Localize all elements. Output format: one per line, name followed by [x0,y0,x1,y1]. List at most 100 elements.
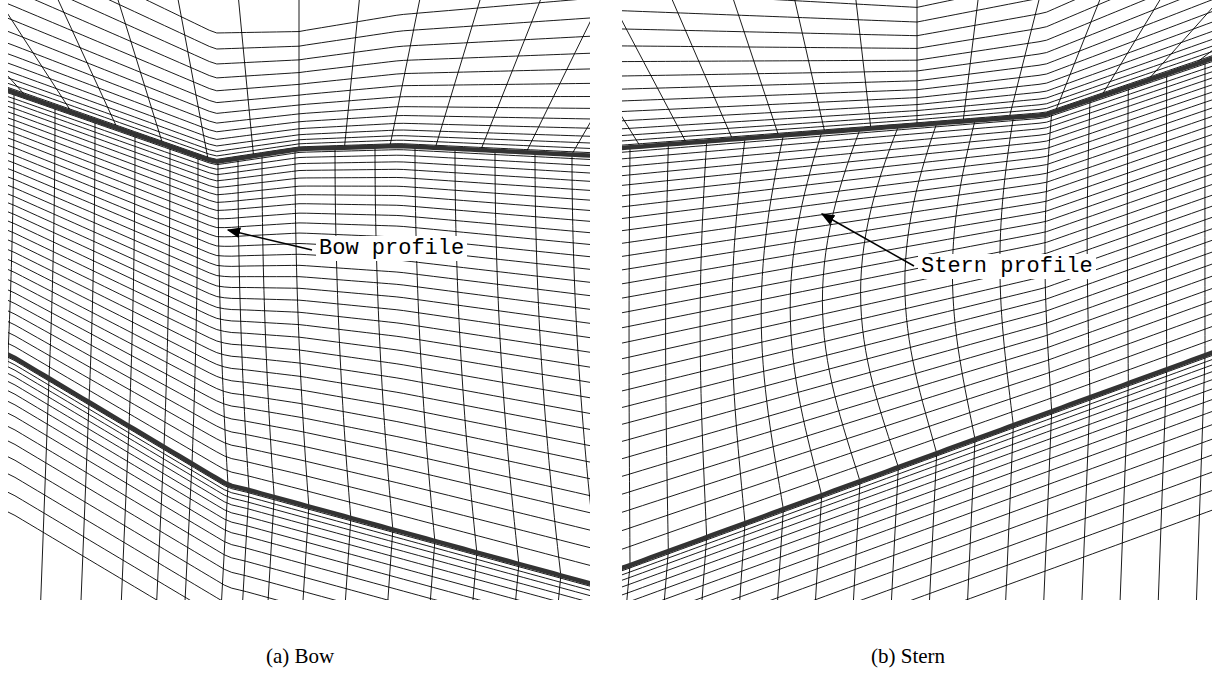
grid-line [622,55,1212,149]
grid-line [1166,74,1167,369]
grid-line [622,249,1212,427]
grid-line [8,424,590,600]
grid-line [8,298,590,498]
grid-line [622,285,1212,479]
grid-line [917,0,918,125]
grid-line [622,150,1212,285]
grid-line [8,92,14,354]
leader-line [228,230,312,250]
grid-line [495,151,519,564]
grid-line [622,356,1212,578]
grid-line [622,225,1212,393]
grid-line [761,135,783,509]
grid-line [622,141,1212,272]
grid-line [1127,87,1128,383]
grid-line [8,0,26,97]
grid-line [1055,0,1103,112]
grid-line [622,361,1212,583]
grid-line [700,141,707,537]
grid-line [238,0,254,156]
grid-line [1204,61,1205,355]
grid-line [1101,0,1166,96]
grid-line [925,453,937,600]
grid-line [8,183,590,310]
grid-line [8,88,590,162]
grid-line [622,261,1212,444]
grid-line [8,454,590,600]
grid-line [295,150,309,507]
grid-line [8,150,590,257]
grid-line [1155,369,1167,600]
grid-line [8,192,590,325]
grid-line [622,408,1212,600]
grid-line [8,174,590,296]
grid-line [8,352,590,585]
grid-line [905,123,937,453]
grid-line [37,378,49,600]
grid-line [572,155,590,586]
caption: (a) Bow [266,644,334,668]
grid-line [730,0,778,136]
grid-line [668,0,733,139]
grid-line [622,385,1212,600]
grid-line [1116,383,1128,600]
grid-line [89,120,95,402]
grid-line [8,238,590,400]
grid-line [622,507,1212,600]
grid-line [8,200,590,338]
grid-line [1009,0,1041,118]
grid-line [822,129,860,481]
part-label: Bow profile [316,236,467,261]
grid-line [526,0,590,152]
grid-line [262,155,274,497]
grid-line [572,0,590,155]
grid-line [1194,0,1212,65]
caption: (b) Stern [871,644,945,668]
grid-line [8,228,590,384]
grid-line [622,396,1212,600]
grid-line [164,146,170,446]
grid-line [622,181,1212,330]
grid-line [622,451,1212,600]
grid-line [129,134,135,426]
grid-line [622,113,1212,232]
grid-line [666,144,669,551]
grid-line [299,0,300,149]
grid-line [8,379,590,600]
grid-line [8,471,590,600]
grid-line [49,107,55,379]
grid-line [8,388,590,600]
grid-line [622,273,1212,462]
grid-line [622,421,1212,600]
grid-line [588,586,590,600]
grid-line [375,147,393,530]
part-label: Stern profile [918,254,1096,279]
grid-line [8,267,590,447]
grid-line [344,0,360,148]
grid-line [335,148,351,518]
grid-line [390,0,422,146]
grid-line [8,510,590,601]
grid-line [535,153,561,576]
grid-line [622,368,1212,590]
grid-line [963,0,979,121]
grid-line [622,0,640,147]
leader-line [822,214,914,266]
grid-line [861,126,899,467]
grid-line [790,132,821,495]
grid-line [115,0,163,144]
grid-line [218,162,228,485]
grid-line [192,156,198,463]
grid-line [771,509,783,600]
grid-line [629,147,631,565]
grid-line [8,490,590,600]
grid-line [732,138,745,523]
grid-line [262,497,274,600]
grid-line [176,0,208,160]
grid-line [8,439,590,601]
grid-line [455,149,477,553]
grid-line [855,0,871,129]
grid-line [481,0,545,150]
grid-line [8,355,590,588]
